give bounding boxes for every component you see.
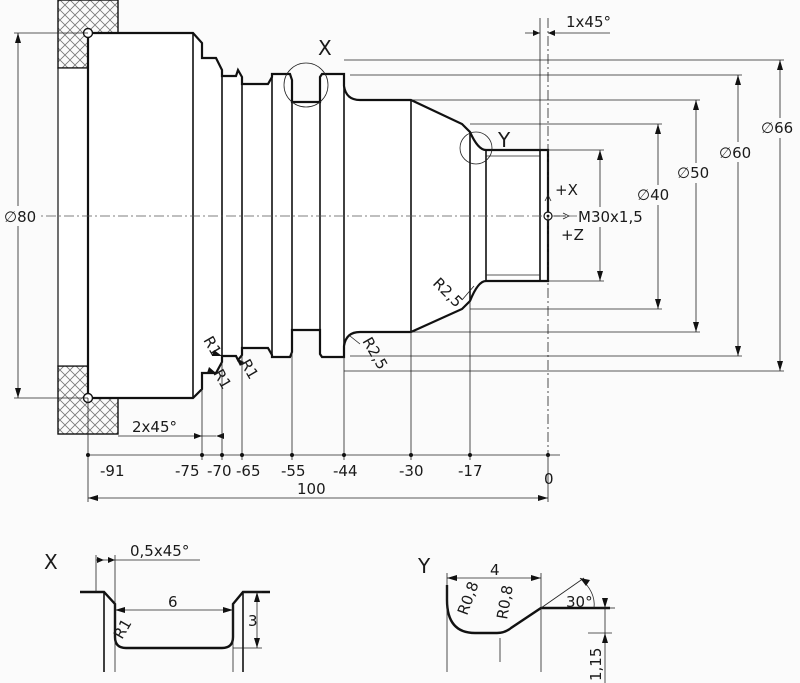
z-coord: -44 [333,462,358,480]
d60-label: ∅60 [719,144,751,162]
detail-y-title: Y [417,554,431,578]
z-ticks [86,453,550,457]
d40-bg [636,185,678,205]
z-axis-arrow [554,212,570,220]
detail-y-callout: Y [497,128,511,152]
r25-lower-label: R2,5 [359,334,392,373]
d50-bg [676,163,718,183]
detail-y-depth-arrows [602,598,608,643]
detail-x-chamfer-label: 0,5x45° [130,542,189,560]
chamfer-top-label: 1x45° [566,13,611,31]
z-extension-lines [87,301,471,502]
main-view: X Y +X +Z 1x45° ∅80 ∅66 [4,0,800,502]
detail-x: X 0,5x45° 6 3 R1 [44,542,270,672]
z-coord: -65 [236,462,261,480]
z-coord: -17 [458,462,483,480]
detail-x-width-label: 6 [168,593,178,611]
detail-x-title: X [44,550,58,574]
d50-label: ∅50 [677,164,709,182]
z-coord: -70 [207,462,232,480]
d66-label: ∅66 [761,119,793,137]
detail-y-width-label: 4 [490,561,500,579]
plus-z-label: +Z [561,226,584,244]
detail-y-profile [445,585,610,635]
r1-arrows [207,350,244,373]
chuck-body [57,67,89,367]
z-coord: -91 [100,462,125,480]
detail-y-r-right: R0,8 [493,584,517,621]
r25-lower-leader [349,335,361,345]
detail-x-depth-label: 3 [248,612,258,630]
detail-y: Y 4 R0,8 R0,8 30° 1,15 [417,554,615,683]
d40-label: ∅40 [637,186,669,204]
detail-y-angle-arrow [580,578,590,586]
plus-x-label: +X [555,181,578,199]
chamfer-bottom-label: 2x45° [132,418,177,436]
detail-x-marker [283,62,329,108]
total-length-label: 100 [297,480,326,498]
detail-x-radius-label: R1 [110,616,136,642]
z-coord: -55 [281,462,306,480]
chamfer-bottom-arrows [194,433,224,439]
d66-bg [760,118,800,138]
detail-y-r-left: R0,8 [454,579,483,617]
z-coord: -30 [399,462,424,480]
chamfer-top-arrows [533,30,555,36]
d80-bg [4,206,40,226]
detail-y-depth-label: 1,15 [587,648,605,681]
d80-label: ∅80 [4,208,36,226]
thread-bg [577,207,653,227]
detail-x-callout: X [318,36,332,60]
z-coord: -75 [175,462,200,480]
z-coord: 0 [544,470,554,488]
detail-y-angle-ref [540,577,585,609]
detail-y-marker [459,131,493,165]
part-outline [86,31,550,400]
detail-x-chamfer-arrows [97,557,115,563]
r1-c-label: R1 [237,356,263,382]
detail-y-angle-label: 30° [566,593,593,611]
r25-upper-leader [461,285,475,301]
thread-label: M30x1,5 [578,208,643,226]
detail-y-width-arrows [447,575,541,581]
d60-bg [718,142,760,162]
